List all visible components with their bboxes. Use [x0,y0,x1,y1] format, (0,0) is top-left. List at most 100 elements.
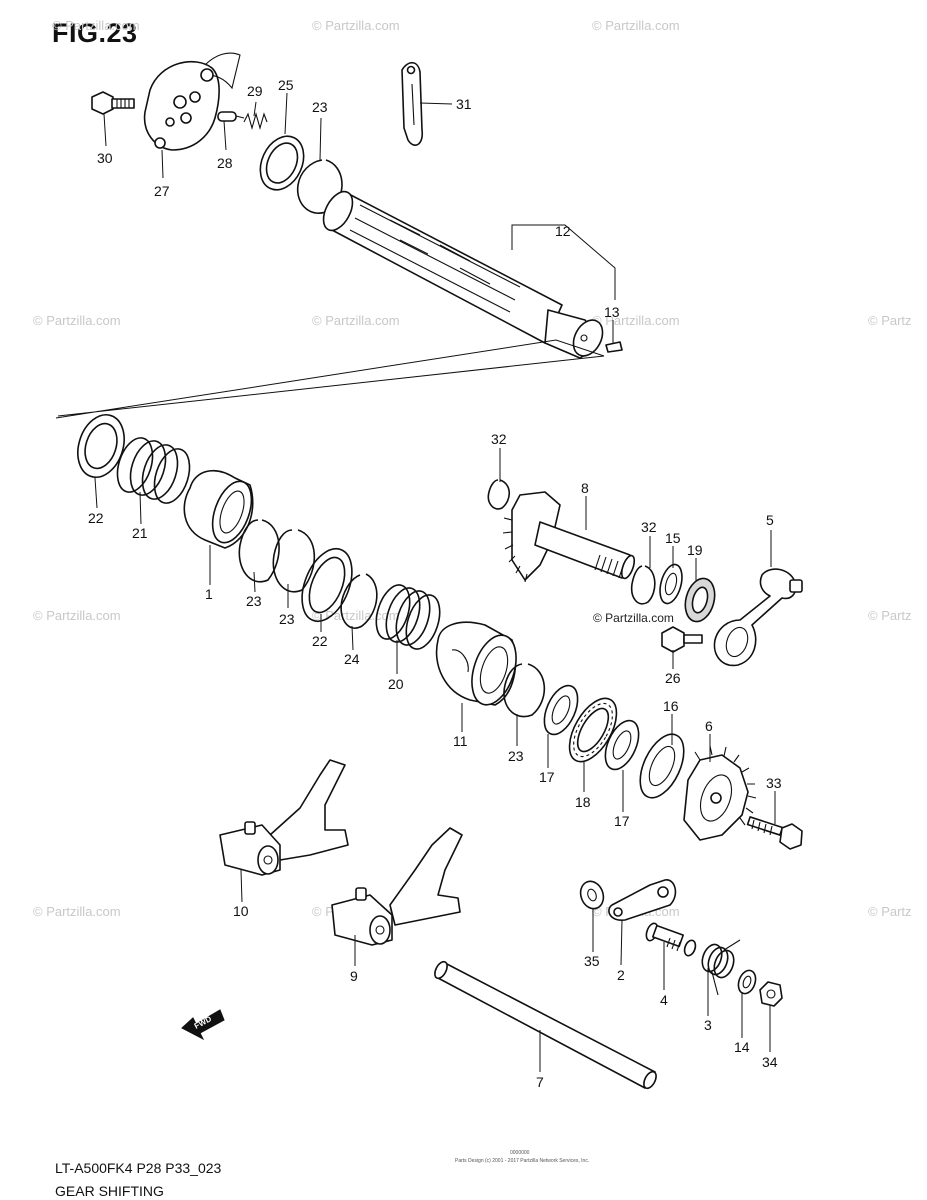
callout-32: 32 [491,431,507,447]
callout-11: 11 [453,733,468,749]
part-24-circlip [340,573,378,629]
callout-12: 12 [555,223,571,239]
callout-23: 23 [508,748,524,764]
part-30-bolt [91,91,135,115]
callout-labels: 30 27 28 29 25 23 31 12 13 22 21 1 23 23… [88,77,782,1090]
part-5-arm [713,568,803,667]
callout-24: 24 [344,651,360,667]
callout-26: 26 [665,670,681,686]
part-16-washer [639,733,685,799]
callout-34: 34 [762,1054,778,1070]
model-code: LT-A500FK4 P28 P33_023 [55,1160,222,1176]
callout-22: 22 [88,510,104,526]
part-23-circlip [238,519,280,583]
part-26-bolt [661,626,703,653]
part-33-bolt [746,816,803,850]
watermark: © Partz [868,904,912,919]
callout-1: 1 [205,586,213,602]
part-31-plate [401,61,424,146]
callout-5: 5 [766,512,774,528]
callout-32: 32 [641,519,657,535]
callout-13: 13 [604,304,620,320]
part-20-spring [375,584,441,650]
callout-17: 17 [539,769,555,785]
watermark: © Partzilla.com [33,608,121,623]
callout-23: 23 [279,611,295,627]
part-6-gear [683,745,757,841]
watermark: © Partz [868,608,912,623]
watermark: © Partzilla.com [312,313,400,328]
section-divider [55,339,605,419]
part-21-spring [116,437,191,504]
callout-9: 9 [350,968,358,984]
part-11-collar [435,621,517,706]
part-14-washer [737,969,757,995]
part-22-washer [301,548,353,622]
fine-print: Parts Design (c) 2001 - 2017 Partzilla N… [455,1158,590,1164]
callout-27: 27 [154,183,170,199]
callout-25: 25 [278,77,294,93]
callout-28: 28 [217,155,233,171]
figure-name: GEAR SHIFTING [55,1183,164,1199]
leader-lines [94,92,776,1072]
watermark: © Partz [868,313,912,328]
part-8-shaft [502,491,636,583]
figure-title: FIG.23 [52,18,138,48]
watermark: © Partzilla.com [592,18,680,33]
callout-29: 29 [247,83,263,99]
callout-16: 16 [663,698,679,714]
part-3-spring [701,939,741,996]
part-23-circlip [503,663,546,718]
callout-33: 33 [766,775,782,791]
callout-17: 17 [614,813,630,829]
part-7-fork-shaft [434,960,657,1090]
part-27-cover [143,52,241,151]
callout-31: 31 [456,96,472,112]
callout-6: 6 [705,718,713,734]
part-28-pin [217,111,245,122]
part-25-washer [259,135,305,191]
part-13-pin [605,341,623,353]
callout-22: 22 [312,633,328,649]
part-32-circlip [487,479,511,510]
callout-23: 23 [312,99,328,115]
watermark: © Partzilla.com [312,18,400,33]
part-2-plate [608,879,677,921]
part-34-nut [759,981,783,1007]
part-12-cam-drum [322,190,604,359]
part-29-spring [243,111,268,131]
fine-print: 0000000 [510,1150,530,1156]
part-17-washer [543,684,579,736]
watermark: © Partzilla.com [52,18,140,33]
watermark: © Partzilla.com [33,904,121,919]
callout-21: 21 [132,525,148,541]
part-19-seal [684,577,716,623]
callout-30: 30 [97,150,113,166]
callout-23: 23 [246,593,262,609]
callout-8: 8 [581,480,589,496]
callout-20: 20 [388,676,404,692]
part-9-fork [331,827,463,946]
part-32-circlip [630,565,656,605]
callout-10: 10 [233,903,249,919]
callout-7: 7 [536,1074,544,1090]
callout-14: 14 [734,1039,750,1055]
watermark: © Partzilla.com [33,313,121,328]
part-10-fork [219,759,349,876]
watermark-inline: © Partzilla.com [593,611,674,625]
watermark: © Partzilla.com [592,313,680,328]
part-23-circlip [272,529,316,593]
callout-4: 4 [660,992,668,1008]
part-17-washer [604,719,640,771]
callout-19: 19 [687,542,703,558]
callout-3: 3 [704,1017,712,1033]
fwd-arrow-icon: FWD [181,1009,225,1041]
callout-2: 2 [617,967,625,983]
part-4-bolt [645,922,697,957]
callout-18: 18 [575,794,591,810]
part-15-washer [659,563,683,605]
callout-35: 35 [584,953,600,969]
part-23-circlip [296,159,343,214]
